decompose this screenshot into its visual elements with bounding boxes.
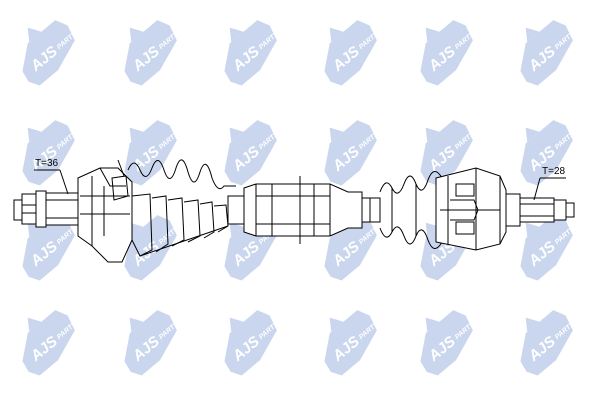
left-tooth-label: T=36 xyxy=(35,158,59,169)
right-tooth-callout: T=28 xyxy=(533,166,566,201)
outer-boot-bottom xyxy=(131,193,229,257)
left-tooth-callout: T=36 xyxy=(34,158,69,195)
drive-shaft: T=36 T=28 xyxy=(13,158,575,263)
right-stub-shaft xyxy=(505,193,575,227)
outer-boot-top xyxy=(127,159,236,190)
outer-cv-joint xyxy=(77,159,133,263)
left-stub-shaft xyxy=(13,190,79,228)
inner-boot xyxy=(379,171,449,249)
right-tooth-label: T=28 xyxy=(542,166,566,177)
inner-tripod-joint xyxy=(435,167,507,251)
main-shaft xyxy=(227,176,381,244)
